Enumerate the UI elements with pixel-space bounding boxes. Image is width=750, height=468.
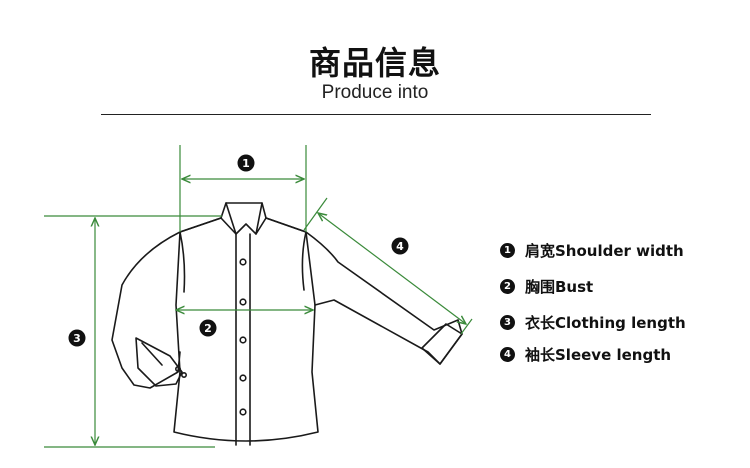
left-cuff	[135, 337, 183, 387]
marker-3: 3	[68, 329, 86, 347]
legend-badge: 4	[500, 346, 515, 362]
front-button	[239, 258, 247, 266]
front-button	[239, 298, 247, 306]
legend-item-sleeve-length: 4 袖长Sleeve length	[500, 342, 671, 366]
legend-badge: 2	[500, 278, 515, 294]
cuff-button	[175, 365, 182, 372]
collar	[220, 202, 267, 235]
right-cuff	[421, 323, 463, 365]
legend-badge: 3	[500, 314, 515, 330]
front-button	[239, 374, 247, 382]
legend-label: 肩宽Shoulder width	[525, 241, 684, 260]
left-sleeve	[111, 231, 181, 389]
svg-text:1: 1	[242, 157, 250, 170]
page-subtitle: Produce into	[321, 82, 429, 103]
legend-label: 袖长Sleeve length	[525, 345, 672, 364]
cuff-button	[181, 371, 188, 378]
sleeve-guide-bottom	[460, 318, 473, 335]
right-sleeve	[305, 231, 463, 365]
legend-label: 衣长Clothing length	[525, 313, 686, 332]
sleeve-length-line	[318, 213, 466, 324]
marker-2: 2	[199, 319, 217, 337]
shirt-body	[173, 217, 319, 442]
legend-label: 胸围Bust	[525, 277, 594, 296]
marker-4: 4	[391, 237, 409, 255]
marker-1: 1	[237, 154, 255, 172]
legend-badge: 1	[500, 242, 515, 258]
page-title: 商品信息	[308, 44, 441, 82]
legend-item-shoulder-width: 1 肩宽Shoulder width	[500, 238, 684, 262]
front-button	[239, 336, 247, 344]
legend-item-clothing-length: 3 衣长Clothing length	[500, 310, 686, 334]
title-divider	[101, 114, 651, 115]
svg-text:4: 4	[396, 240, 404, 253]
measurement-lines	[44, 145, 473, 448]
front-button	[239, 408, 247, 416]
svg-text:3: 3	[73, 332, 81, 345]
legend-item-bust: 2 胸围Bust	[500, 274, 593, 298]
shirt-outline	[111, 202, 463, 446]
sleeve-guide-top	[303, 197, 328, 231]
svg-text:2: 2	[204, 322, 212, 335]
